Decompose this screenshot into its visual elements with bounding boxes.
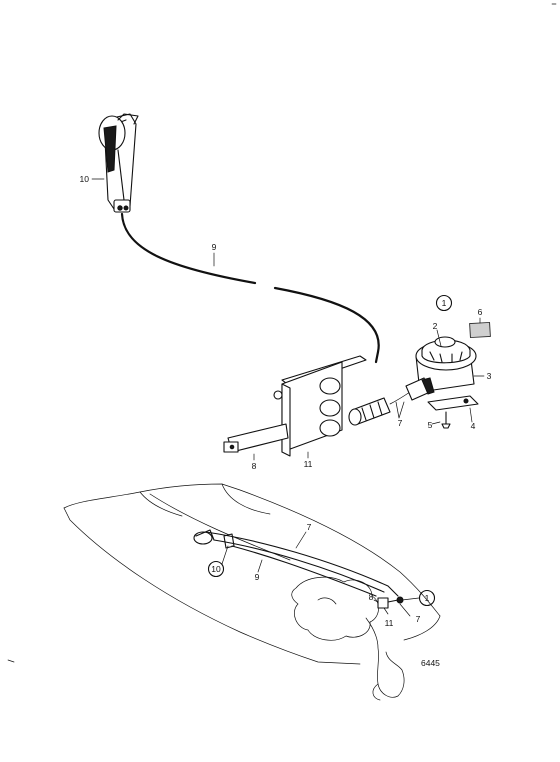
callout-9: 9	[212, 242, 217, 252]
callout-1-lower-circled: 1	[425, 593, 430, 603]
callout-2: 2	[433, 321, 438, 331]
callout-10-lower: 10	[211, 564, 221, 574]
harness-cable-inner	[213, 539, 385, 593]
motor-unit-part	[405, 336, 477, 401]
boat-hull-outline	[63, 483, 441, 701]
callout-8-lower: 8	[369, 592, 374, 602]
callout-6: 6	[478, 307, 483, 317]
callout-7b-lower: 7	[416, 614, 421, 624]
screw-part	[441, 411, 451, 429]
callout-9-lower: 9	[255, 572, 260, 582]
actuator-unit-part	[223, 355, 367, 457]
control-cable-routed	[231, 545, 377, 597]
control-cable-upper	[120, 212, 257, 285]
decal-part	[469, 322, 491, 338]
mounting-bracket-part	[427, 395, 479, 411]
kit-reference-circle	[435, 294, 453, 312]
figure-number: 6445	[421, 658, 440, 668]
callout-5: 5	[428, 420, 433, 430]
aft-actuator	[377, 596, 404, 609]
callout-7-lower: 7	[307, 522, 312, 532]
harness-cable	[205, 531, 399, 597]
callout-10: 10	[80, 174, 90, 184]
helm-station	[193, 529, 235, 549]
callout-1-circled: 1	[442, 298, 447, 308]
callout-11-lower: 11	[385, 618, 394, 628]
callout-3: 3	[487, 371, 492, 381]
callout-4: 4	[471, 421, 476, 431]
callout-7: 7	[398, 418, 403, 428]
callout-8: 8	[252, 461, 257, 471]
control-lever-part	[98, 113, 139, 213]
control-cable-lower	[273, 286, 380, 364]
callout-11: 11	[304, 459, 313, 469]
